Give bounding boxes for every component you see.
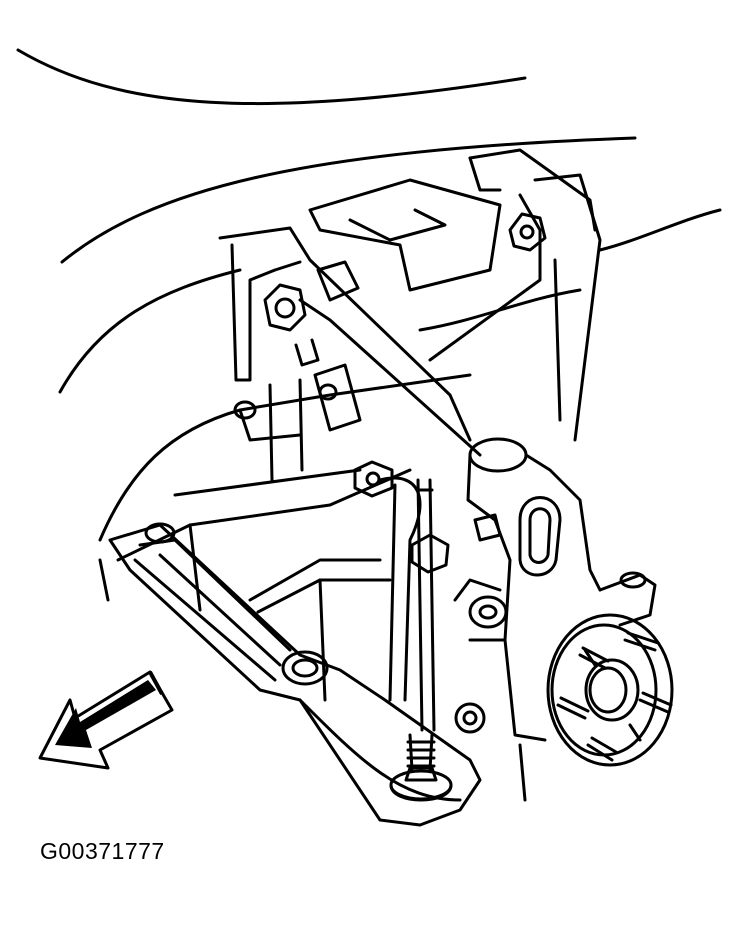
steering-knuckle bbox=[455, 439, 655, 800]
ball-joint bbox=[391, 735, 451, 800]
wheel-hub bbox=[548, 615, 672, 765]
shock-absorber bbox=[412, 480, 448, 730]
forward-arrow-icon bbox=[40, 672, 172, 768]
upper-arm-bolts bbox=[265, 214, 545, 365]
wheel-studs bbox=[558, 633, 671, 760]
upper-control-arm bbox=[220, 150, 600, 455]
frame-crossmember bbox=[100, 365, 470, 700]
misc-nuts bbox=[355, 462, 500, 540]
figure-id-label: G00371777 bbox=[40, 838, 165, 864]
body-panel-lines bbox=[18, 50, 720, 392]
